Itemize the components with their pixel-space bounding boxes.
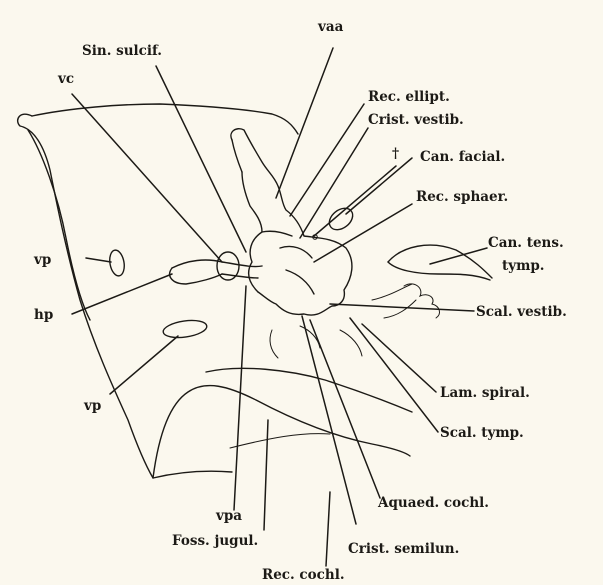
- label-vc: vc: [57, 71, 74, 87]
- label-rec-cochl: Rec. cochl.: [262, 567, 345, 583]
- label-vaa: vaa: [317, 19, 344, 35]
- label-scal-vestib: Scal. vestib.: [476, 304, 567, 320]
- labyrinth-body: [170, 129, 416, 358]
- label-crist-semilun: Crist. semilun.: [348, 541, 459, 557]
- label-can-tens: Can. tens.: [488, 235, 564, 251]
- label-vp-lower: vp: [83, 398, 101, 414]
- label-lam-spiral: Lam. spiral.: [440, 385, 530, 401]
- label-hp: hp: [34, 307, 53, 323]
- labels: vaa Sin. sulcif. vc Rec. ellipt. Crist. …: [33, 19, 567, 583]
- label-dagger: †: [392, 146, 399, 162]
- label-sin-sulcif: Sin. sulcif.: [82, 43, 162, 59]
- label-rec-sphaer: Rec. sphaer.: [416, 189, 508, 205]
- label-crist-vestib: Crist. vestib.: [368, 112, 464, 128]
- label-vpa: vpa: [215, 508, 242, 524]
- label-vp-upper: vp: [33, 252, 51, 268]
- label-scal-tymp: Scal. tymp.: [440, 425, 524, 441]
- label-can-facial: Can. facial.: [420, 149, 505, 165]
- label-foss-jugul: Foss. jugul.: [172, 533, 258, 549]
- label-rec-ellipt: Rec. ellipt.: [368, 89, 450, 105]
- skull-outline: [18, 104, 412, 478]
- label-tymp: tymp.: [502, 258, 545, 274]
- label-aquaed-cochl: Aquaed. cochl.: [377, 495, 489, 511]
